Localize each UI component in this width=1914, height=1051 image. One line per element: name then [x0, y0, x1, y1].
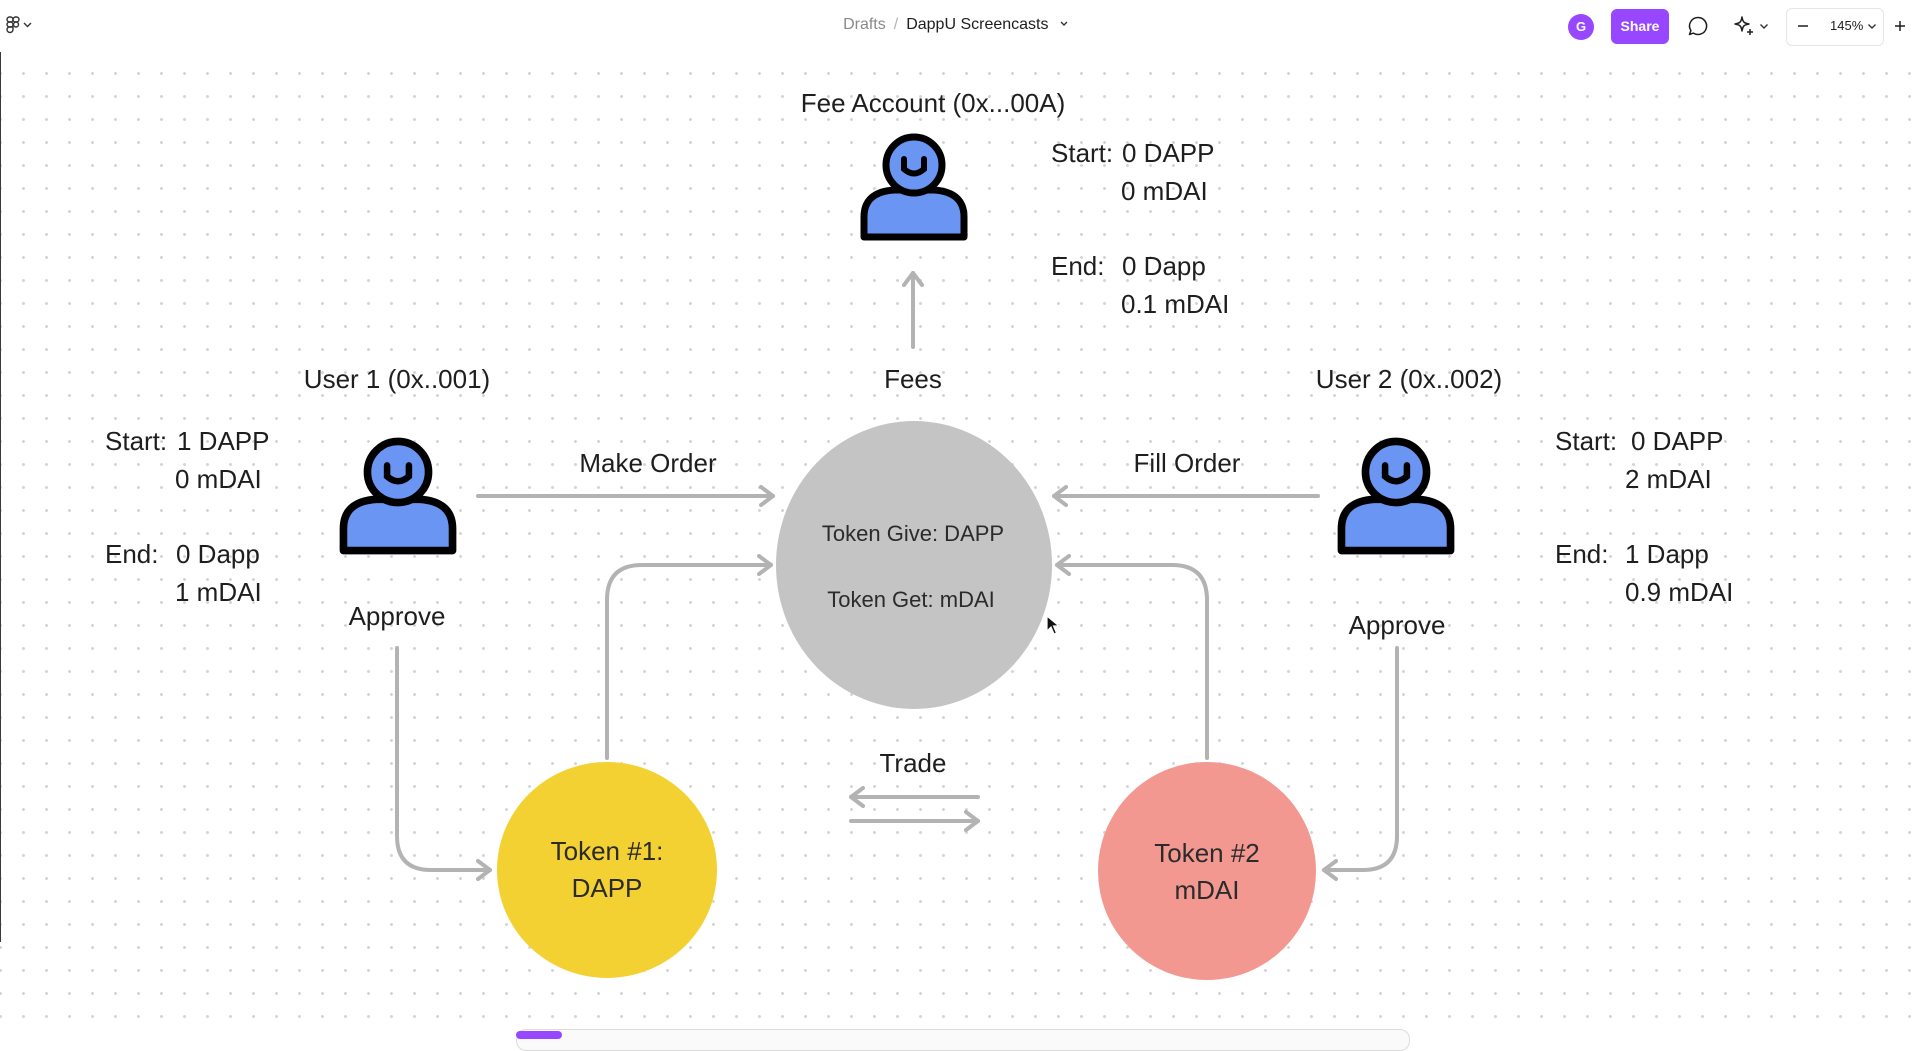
share-button[interactable]: Share — [1611, 9, 1669, 44]
token2-symbol: mDAI — [1174, 875, 1240, 905]
chevron-down-icon[interactable] — [1057, 19, 1071, 29]
user1-start-mdai: 0 mDAI — [175, 464, 262, 494]
user2-user-icon — [1337, 437, 1455, 555]
zoom-level-dropdown[interactable]: 145% — [1830, 18, 1864, 33]
user1-end-dapp: 0 Dapp — [176, 539, 260, 569]
user1-approve-arrow — [395, 646, 492, 881]
plus-icon — [1895, 21, 1905, 31]
comment-button[interactable] — [1684, 13, 1712, 39]
minus-icon — [1798, 25, 1808, 27]
user1-start-dapp: 1 DAPP — [177, 426, 270, 456]
user1-end-mdai: 1 mDAI — [175, 577, 262, 607]
main-menu-button[interactable] — [6, 14, 40, 36]
token2-label: Token #2 mDAI — [1154, 835, 1260, 909]
fee-account-user-icon — [860, 133, 968, 241]
user2-end-label: End: — [1555, 539, 1609, 569]
fee-end-mdai: 0.1 mDAI — [1121, 289, 1230, 319]
zoom-dropdown-chevron[interactable] — [1866, 13, 1878, 39]
chevron-down-icon — [1759, 23, 1768, 29]
token2-name: Token #2 — [1154, 838, 1260, 868]
breadcrumb: Drafts / DappU Screencasts — [0, 16, 1914, 34]
user1-approve-label: Approve — [348, 601, 446, 631]
fee-account-title: Fee Account (0x...00A) — [800, 88, 1066, 118]
fee-start-dapp: 0 DAPP — [1122, 138, 1215, 168]
token1-node[interactable] — [497, 762, 717, 978]
canvas-edge-divider — [0, 52, 1, 942]
user1-start-label: Start: — [105, 426, 168, 456]
user2-title: User 2 (0x..002) — [1315, 364, 1503, 394]
breadcrumb-separator: / — [893, 16, 899, 33]
user2-approve-arrow — [1322, 646, 1399, 881]
zoom-control — [1786, 8, 1884, 46]
token1-symbol: DAPP — [571, 873, 643, 903]
user2-approve-label: Approve — [1348, 610, 1446, 640]
comment-icon — [1688, 16, 1708, 36]
exchange-token-give: Token Give: DAPP — [821, 521, 1005, 546]
fee-start-mdai: 0 mDAI — [1121, 176, 1208, 206]
token2-to-exchange-arrow — [1055, 554, 1209, 760]
bottom-toolbar-active-tool[interactable] — [516, 1031, 562, 1039]
fees-label: Fees — [884, 364, 942, 394]
ai-actions-button[interactable] — [1730, 13, 1770, 39]
fill-order-label: Fill Order — [1133, 448, 1241, 478]
toolbar: Drafts / DappU Screencasts G Share 145% — [0, 0, 1914, 52]
exchange-node[interactable] — [776, 421, 1052, 709]
user2-start-label: Start: — [1555, 426, 1618, 456]
avatar[interactable]: G — [1568, 14, 1594, 40]
fee-start-label: Start: — [1051, 138, 1114, 168]
user2-start-dapp: 0 DAPP — [1631, 426, 1724, 456]
breadcrumb-drafts-link[interactable]: Drafts — [843, 16, 886, 33]
chevron-down-icon — [23, 22, 32, 28]
fee-end-dapp: 0 Dapp — [1122, 251, 1206, 281]
user2-end-mdai: 0.9 mDAI — [1625, 577, 1734, 607]
sparkle-icon — [1733, 16, 1753, 35]
zoom-out-button[interactable] — [1792, 13, 1814, 39]
user1-title: User 1 (0x..001) — [303, 364, 491, 394]
bottom-toolbar[interactable] — [516, 1029, 1410, 1051]
file-name[interactable]: DappU Screencasts — [906, 16, 1049, 33]
user2-end-dapp: 1 Dapp — [1625, 539, 1709, 569]
token1-label: Token #1: DAPP — [551, 833, 664, 907]
zoom-in-button[interactable] — [1890, 13, 1910, 39]
user1-user-icon — [339, 437, 457, 555]
mouse-cursor-icon — [1046, 614, 1061, 635]
chevron-down-icon — [1868, 23, 1876, 29]
token1-to-exchange-arrow — [605, 554, 773, 760]
token2-node[interactable] — [1098, 762, 1316, 980]
figma-logo-icon — [6, 16, 20, 34]
user2-start-mdai: 2 mDAI — [1625, 464, 1712, 494]
token1-name: Token #1: — [550, 836, 664, 866]
fee-end-label: End: — [1051, 251, 1105, 281]
user1-end-label: End: — [105, 539, 159, 569]
trade-label: Trade — [879, 748, 947, 778]
make-order-label: Make Order — [579, 448, 717, 478]
exchange-token-get: Token Get: mDAI — [827, 587, 995, 612]
